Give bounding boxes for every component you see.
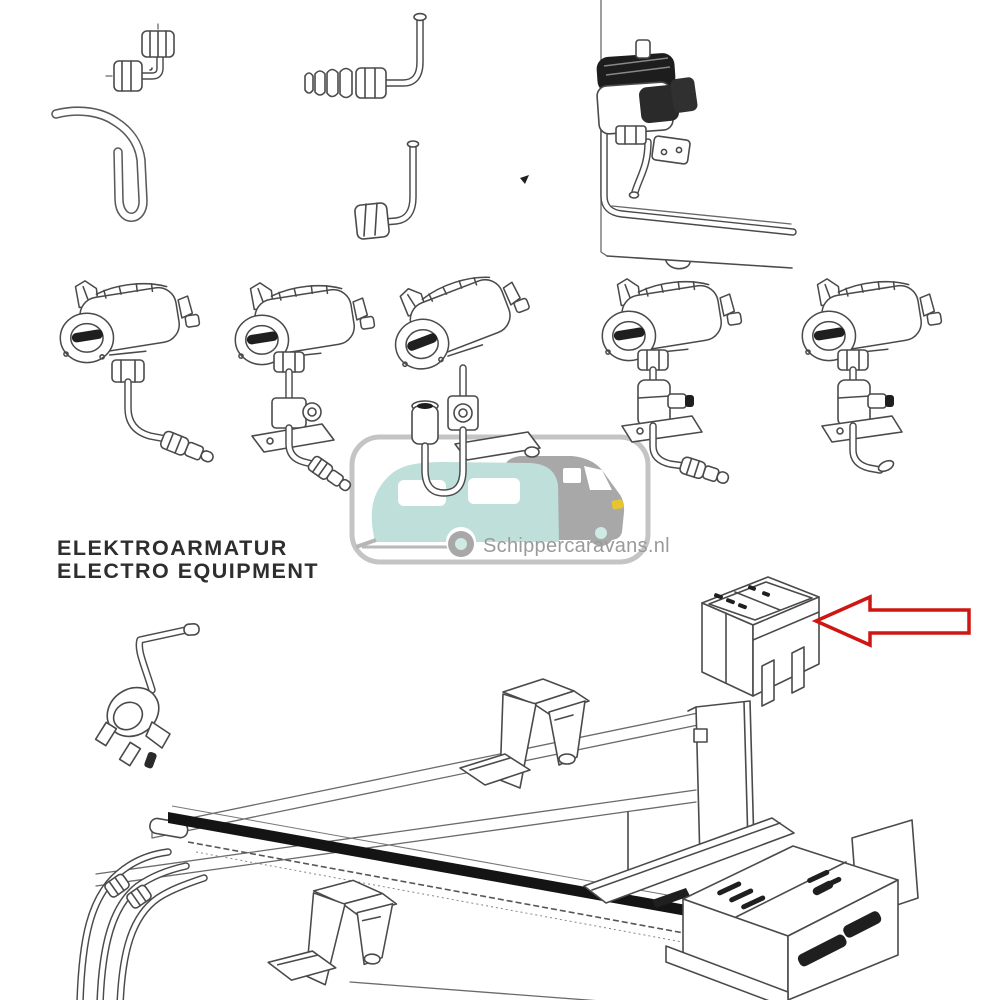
barbed-elbow-pipe — [304, 12, 427, 99]
pump-motor — [596, 39, 698, 145]
left-arrow-icon — [811, 594, 971, 648]
tap-head — [234, 282, 376, 366]
van-windshield — [584, 466, 612, 490]
electrical-junction-box — [701, 576, 820, 707]
tap-head — [59, 280, 201, 364]
microswitch-tap-with-elbow-connector — [59, 280, 214, 463]
red-arrow-annotation — [811, 594, 971, 648]
tap-head — [801, 278, 943, 362]
microswitch-tap-with-open-spout — [801, 278, 943, 474]
mounting-bracket-front — [459, 678, 590, 789]
black-trim-strip — [149, 805, 705, 947]
u-shaped-hose — [51, 106, 148, 222]
mounting-plate — [583, 817, 795, 908]
caravan-drawbar — [355, 538, 377, 549]
section-title-line2: ELECTRO EQUIPMENT — [57, 559, 320, 583]
section-title-line1: ELEKTROARMATUR — [57, 536, 288, 560]
control-housing — [665, 819, 919, 1000]
section-title: ELEKTROARMATUR ELECTRO EQUIPMENT — [57, 537, 319, 583]
compression-elbow-fitting — [105, 23, 175, 92]
wall-mounted-pump-with-tubing — [520, 0, 797, 270]
watermark-site-text: Schippercaravans.nl — [483, 535, 670, 557]
van-wheel-hub — [595, 527, 607, 539]
hose-bundle — [76, 848, 208, 1000]
microswitch-tap-with-bracket-and-barb — [234, 282, 376, 492]
caravan-wheel-hub — [455, 538, 467, 550]
caravan-window-rear — [468, 478, 520, 504]
mains-plug-with-cable — [94, 622, 200, 769]
tap-head — [601, 278, 743, 362]
stray-mark — [520, 175, 529, 184]
van-headlight — [611, 499, 624, 510]
van-window — [563, 468, 581, 483]
tap-head — [383, 264, 539, 375]
microswitch-tap-with-u-tube — [383, 264, 541, 497]
mounting-bracket-rear — [266, 875, 399, 990]
elbow-pipe-with-nut — [354, 140, 420, 240]
guide-line — [349, 981, 596, 1000]
microswitch-tap-with-valve-body — [601, 278, 743, 484]
illegible-label-marks — [797, 880, 882, 967]
